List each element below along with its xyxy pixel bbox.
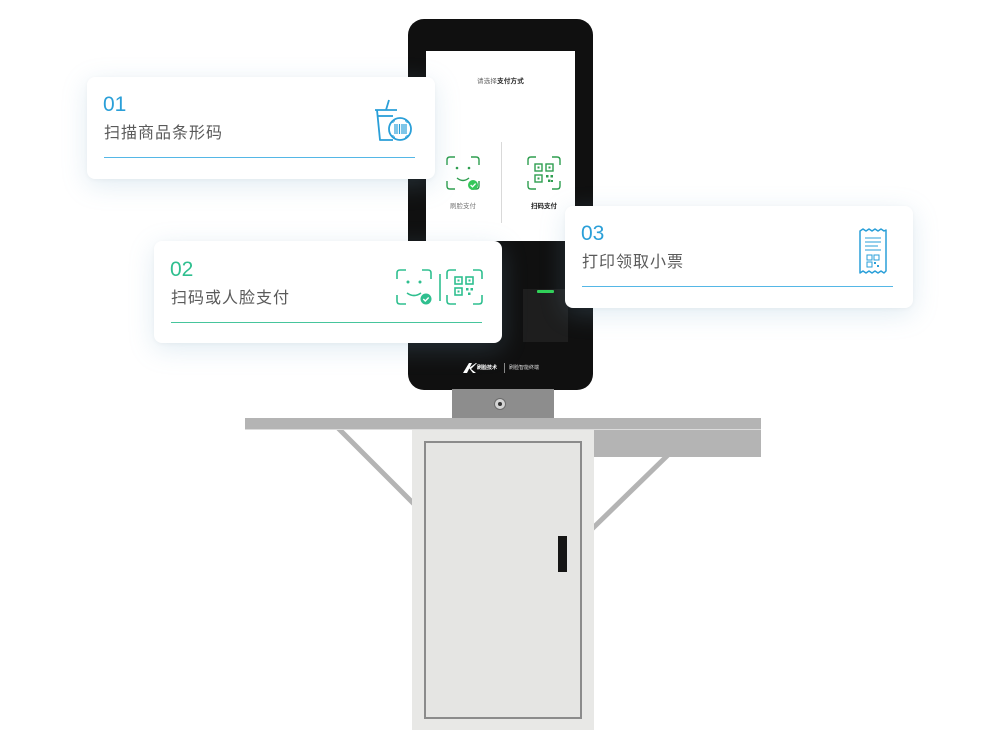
barcode-cup-icon [375, 99, 412, 141]
card-underline [104, 157, 415, 158]
kiosk-screen [426, 51, 575, 241]
step-card-3: 03 打印领取小票 [565, 206, 913, 308]
barcode-scanner [523, 289, 568, 342]
right-brace [590, 455, 670, 531]
step-title: 打印领取小票 [582, 252, 685, 271]
brand-logo: 刷脸技术 [477, 365, 498, 371]
face-scan-icon[interactable] [446, 156, 480, 190]
brand-logo-icon [463, 363, 477, 373]
step-number: 01 [103, 93, 127, 116]
receipt-icon [859, 228, 887, 274]
card-underline [171, 322, 482, 323]
step-title: 扫描商品条形码 [104, 123, 224, 142]
step-number: 03 [581, 222, 605, 245]
step-card-2: 02 扫码或人脸支付 [154, 241, 502, 343]
cabinet-handle [558, 536, 567, 572]
step-title: 扫码或人脸支付 [171, 288, 291, 307]
counter-top [245, 418, 761, 430]
step-number: 02 [170, 258, 194, 281]
left-brace [336, 428, 416, 506]
counter-side [593, 430, 761, 457]
counter-edge [245, 429, 761, 430]
qr-pay-label[interactable]: 扫码支付 [531, 202, 557, 210]
camera-icon [494, 398, 506, 410]
screen-title: 请选择支付方式 [477, 77, 524, 85]
face-pay-label[interactable]: 刷脸支付 [450, 202, 476, 210]
card-underline [582, 286, 893, 287]
face-and-qr-icon [396, 269, 483, 305]
step-card-1: 01 扫描商品条形码 [87, 77, 435, 179]
cabinet-door [424, 441, 582, 719]
screen-divider [501, 142, 502, 223]
scanner-light [537, 290, 554, 293]
qr-scan-icon[interactable] [527, 156, 561, 190]
brand-separator [504, 363, 505, 373]
brand-text: 刷脸智能终端 [509, 365, 540, 371]
